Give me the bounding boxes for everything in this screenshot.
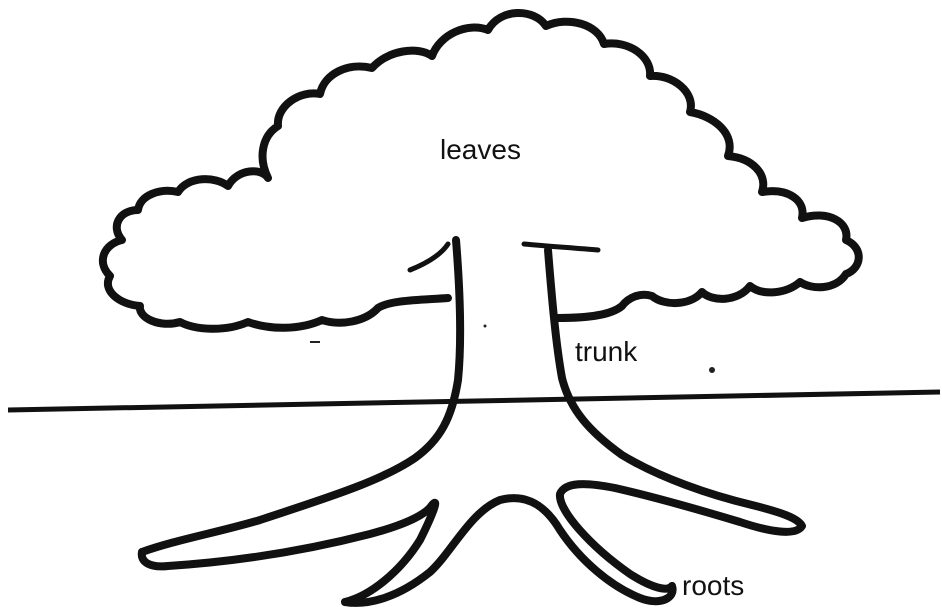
root-left — [137, 498, 440, 606]
roots-label: roots — [682, 570, 745, 601]
speck-mark — [310, 341, 320, 343]
canopy-inner-right — [521, 241, 601, 253]
leaves-label: leaves — [440, 134, 521, 165]
root-center — [341, 494, 677, 607]
trunk-left-edge — [138, 236, 465, 556]
ground-line — [7, 389, 941, 413]
speck-mark — [483, 324, 487, 328]
trunk-label: trunk — [575, 336, 638, 367]
trunk-right-edge — [544, 246, 806, 593]
canopy-inner-left — [407, 241, 451, 273]
speck-mark — [709, 367, 715, 373]
canopy-outline — [98, 9, 863, 333]
